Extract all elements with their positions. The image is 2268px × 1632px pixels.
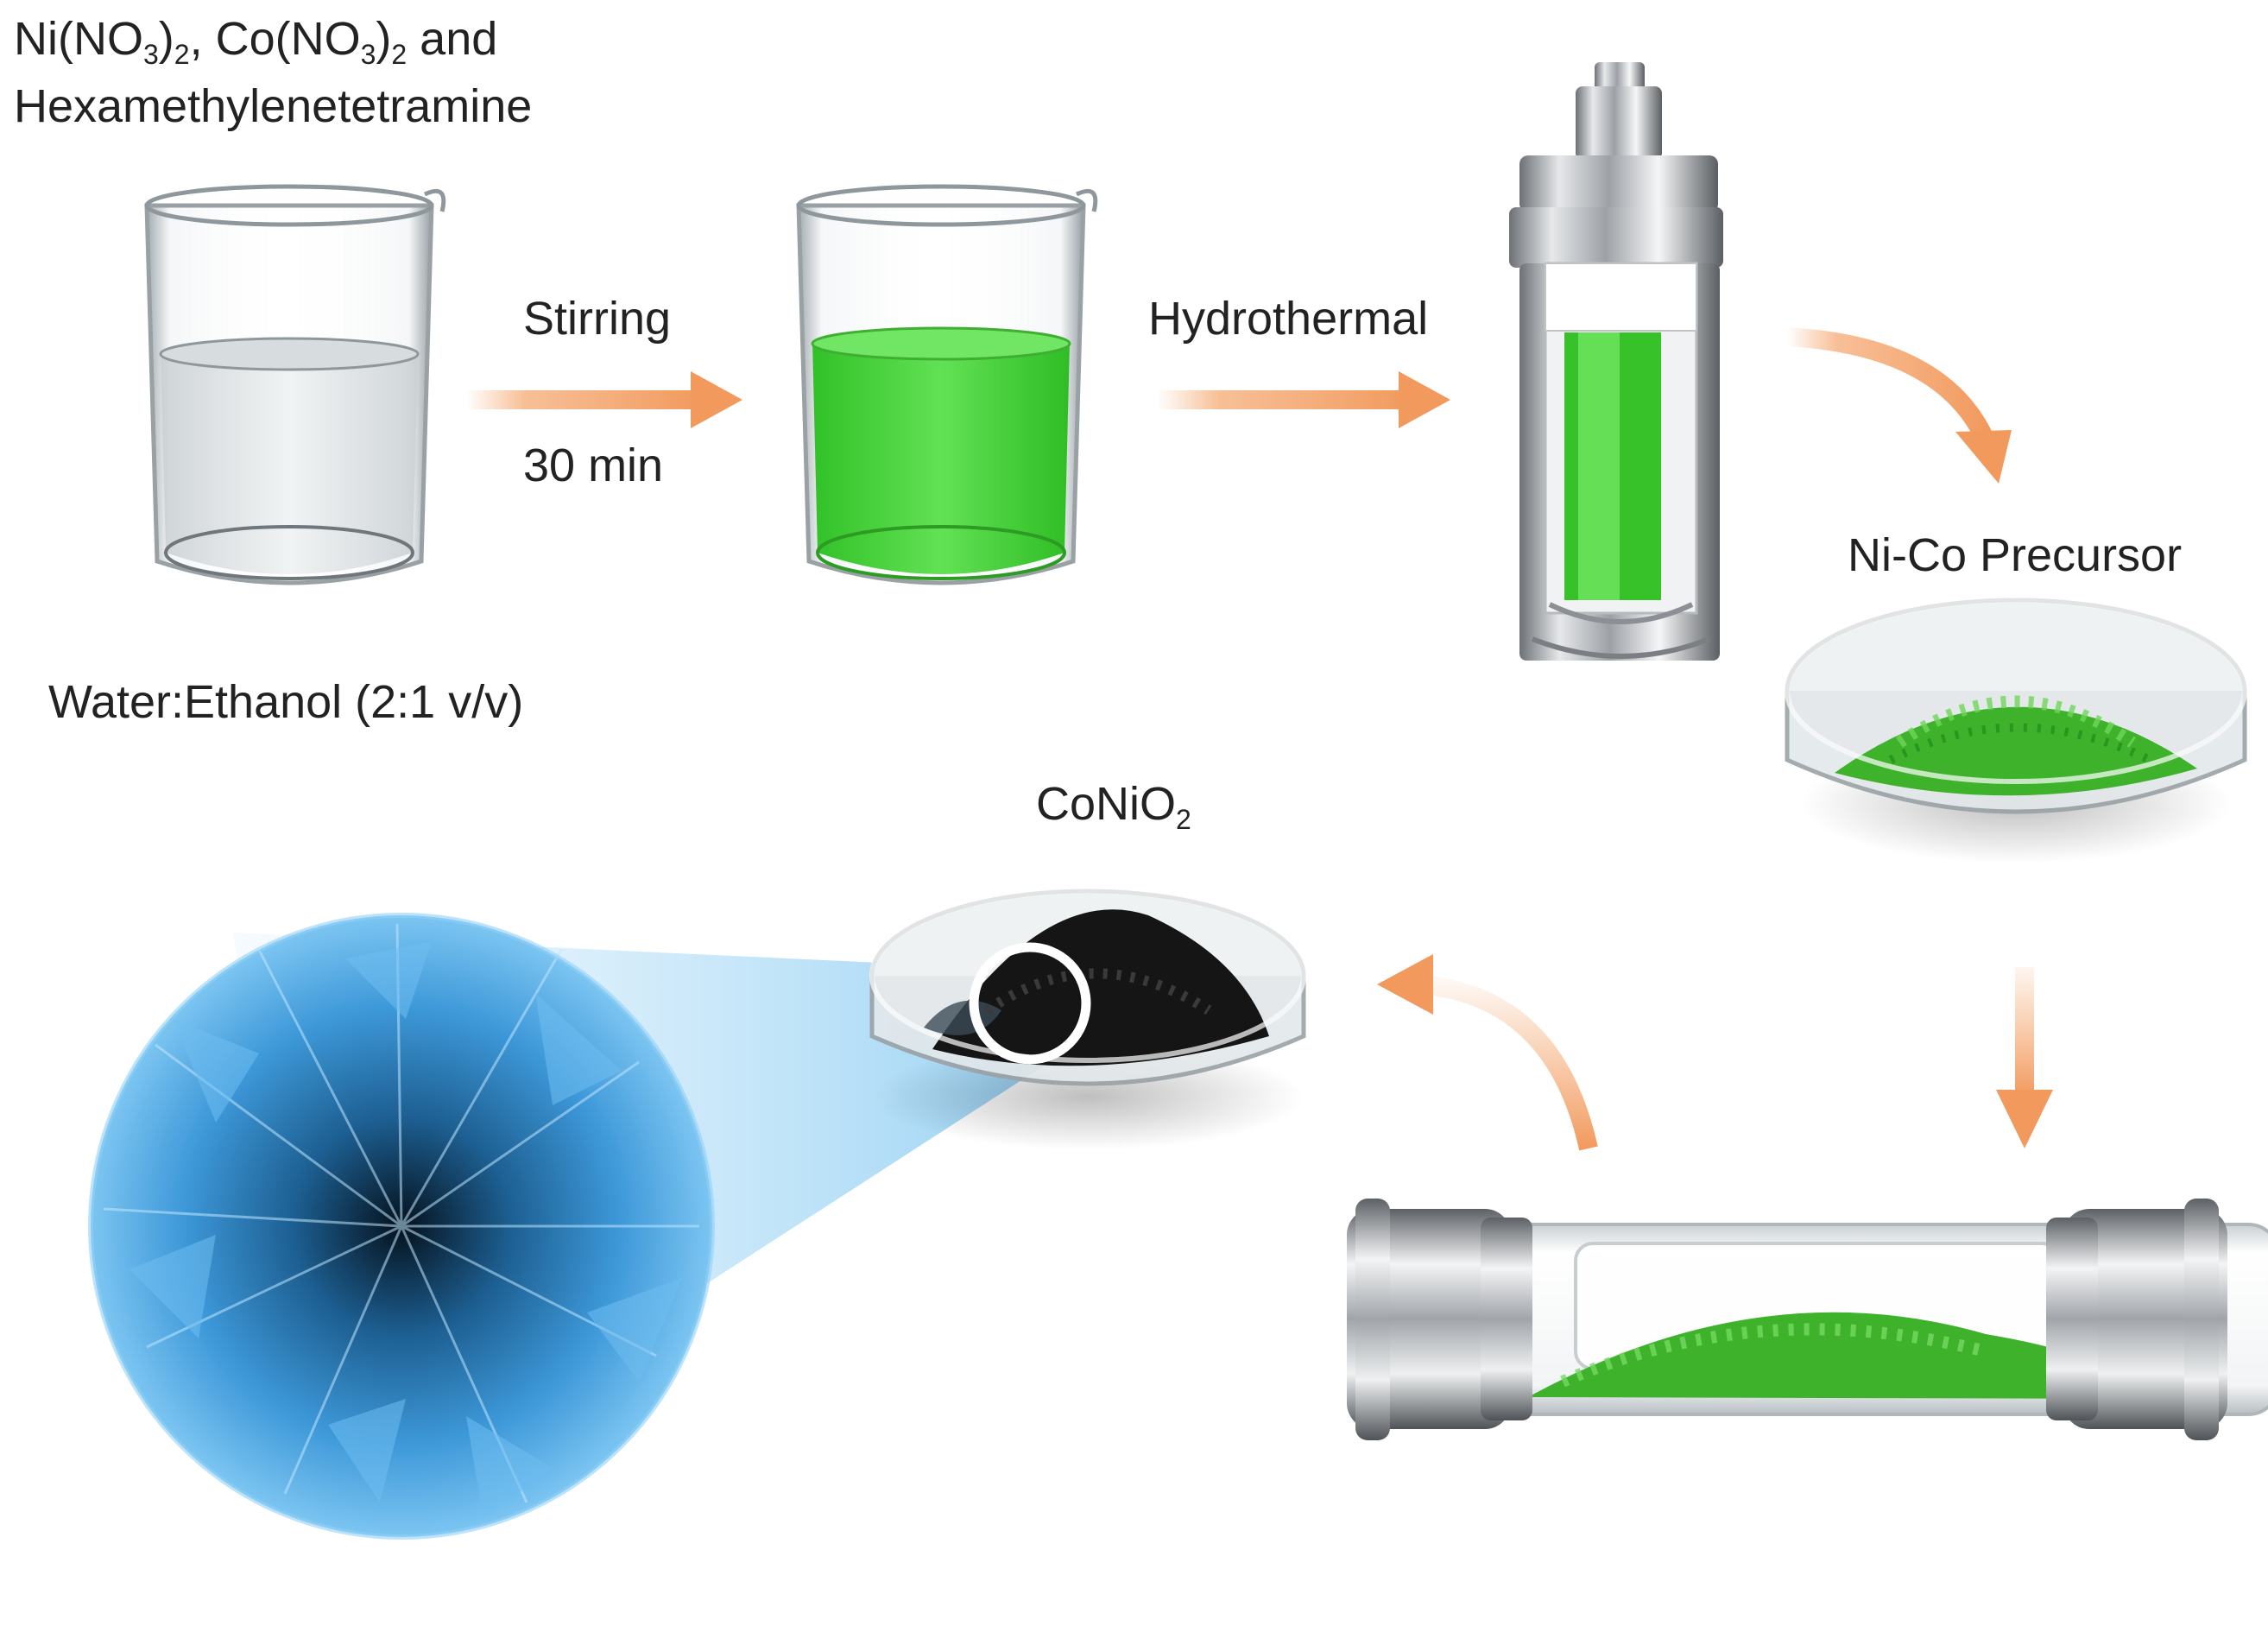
- arrow-down-icon: [1996, 967, 2053, 1148]
- beaker-icon: [144, 184, 446, 585]
- nanoflower-icon: [88, 913, 715, 1540]
- reagents-label-line2: Hexamethylenetetramine: [14, 80, 533, 132]
- arrow-hydrothermal-icon: [1157, 371, 1450, 428]
- tube-furnace-icon: [1347, 1199, 2268, 1440]
- product-label: CoNiO2: [1036, 778, 1191, 836]
- stirring-time-label: 30 min: [523, 440, 664, 491]
- solvent-label: Water:Ethanol (2:1 v/v): [48, 676, 524, 728]
- autoclave-icon: [1509, 62, 1723, 661]
- hydrothermal-label: Hydrothermal: [1148, 293, 1429, 345]
- beaker-green-icon: [796, 184, 1098, 585]
- petri-dish-precursor-icon: [1785, 598, 2247, 863]
- precursor-label: Ni-Co Precursor: [1848, 529, 2183, 581]
- arrow-curve-precursor-icon: [1786, 327, 2012, 484]
- magnifier-circle-icon: [969, 942, 1091, 1065]
- arrow-curve-product-icon: [1377, 954, 1598, 1151]
- stirring-label: Stirring: [523, 293, 672, 345]
- arrow-stirring-icon: [466, 371, 742, 428]
- reagents-label: Ni(NO3)2, Co(NO3)2 and: [14, 13, 498, 71]
